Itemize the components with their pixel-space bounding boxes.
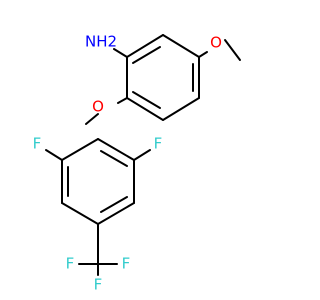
methoxy-bond: [198, 51, 208, 58]
chemical-structure: NH2 O O F F F F F: [33, 33, 241, 294]
aromatic-inner-bond: [100, 196, 128, 213]
ring-bond: [126, 97, 164, 121]
lower-benzene-ring: [61, 138, 135, 225]
amine-bond: [113, 48, 128, 58]
ring-bond: [61, 202, 99, 225]
aromatic-inner-bond: [100, 150, 128, 167]
fluorine-left-label: F: [33, 135, 42, 153]
methoxy-oxygen-label: O: [210, 34, 222, 52]
ring-bond: [162, 97, 200, 121]
cf3-fluorine-left-label: F: [66, 255, 75, 273]
ring-bond: [97, 138, 135, 161]
aromatic-inner-bond: [132, 46, 161, 64]
cf3-fluorine-bottom-label: F: [94, 276, 103, 294]
ether-bond-lower: [85, 113, 99, 125]
ether-oxygen-label: O: [92, 98, 104, 116]
fluorine-right-label: F: [154, 135, 163, 153]
ring-bond: [162, 34, 200, 58]
fluorine-bond-left: [45, 149, 63, 161]
aromatic-inner-bond: [132, 91, 161, 109]
ether-bond-upper: [117, 97, 128, 104]
ring-bond: [126, 34, 164, 58]
upper-benzene-ring: [126, 34, 200, 121]
ring-bond: [97, 202, 135, 225]
methoxy-methyl-bond: [224, 39, 241, 61]
fluorine-bond-right: [133, 149, 151, 161]
ring-bond: [61, 138, 99, 161]
cf3-fluorine-right-label: F: [122, 255, 131, 273]
molecule-canvas: NH2 O O F F F F F: [32, 32, 241, 294]
amine-label: NH2: [85, 33, 117, 51]
